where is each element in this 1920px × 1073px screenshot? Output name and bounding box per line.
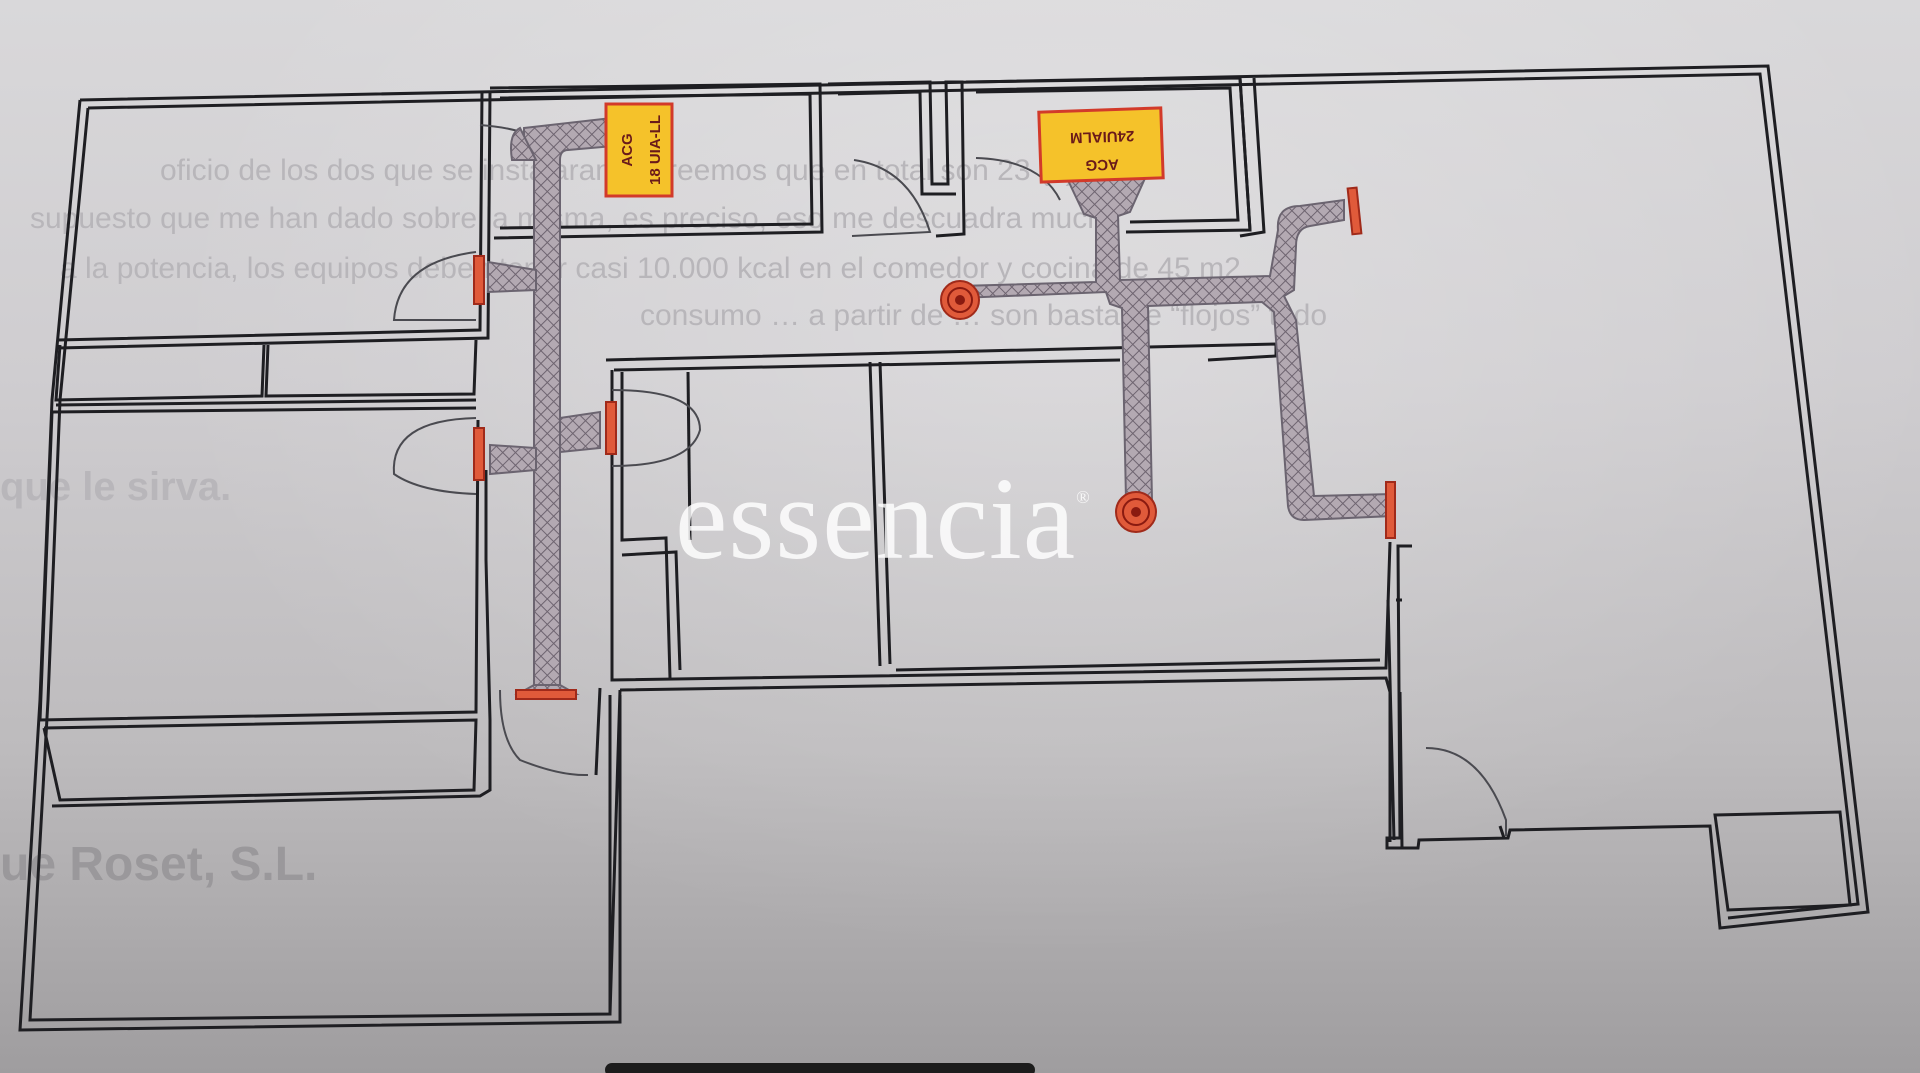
doors: [392, 124, 1507, 836]
round-diffuser-center: [1115, 491, 1157, 533]
door-arc-2: [392, 251, 477, 321]
right-duct-system: ACG 24UIALM: [940, 106, 1396, 539]
left-unit-box: [604, 102, 674, 198]
right-unit-label-1: ACG: [1085, 155, 1119, 173]
left-branch-right: [559, 410, 601, 454]
door-arc-5: [851, 159, 932, 237]
right-indoor-unit: ACG 24UIALM: [1037, 106, 1165, 184]
door-arc-3: [392, 417, 477, 495]
grille-bottom: [515, 689, 577, 700]
home-indicator-bar[interactable]: [605, 1063, 1035, 1073]
round-diffuser-left: [940, 280, 980, 320]
watermark-brand: essencia: [675, 453, 1077, 584]
grille-center-left: [605, 401, 617, 455]
left-unit-label-2: 18 UIA-LL: [647, 115, 664, 185]
left-duct-system: ACG 18 UIA-LL: [473, 102, 674, 700]
left-duct-bend: [510, 126, 538, 161]
essencia-watermark: essencia®: [675, 460, 1091, 578]
grille-right-bottom: [1385, 481, 1396, 539]
door-arc-6: [975, 157, 1061, 201]
bg-text-line-3: a la potencia, los equipos deben tener c…: [60, 252, 1241, 285]
grille-right-top: [1346, 186, 1363, 236]
door-arc-4: [611, 389, 702, 467]
door-arc-7: [499, 689, 589, 777]
grille-left-upper: [473, 255, 485, 305]
bg-text-company: ue Roset, S.L.: [0, 838, 317, 891]
left-branch-upper: [487, 260, 537, 294]
bg-text-line-2: supuesto que me han dado sobre la misma,…: [30, 202, 1121, 235]
left-branch-lower: [489, 443, 537, 476]
door-arc-8: [1425, 747, 1507, 836]
grille-left-lower: [473, 427, 485, 481]
walls: [18, 64, 1870, 1032]
left-unit-label-1: ACG: [619, 133, 636, 166]
right-unit-box: [1037, 106, 1165, 184]
left-indoor-unit: ACG 18 UIA-LL: [604, 102, 674, 198]
registered-mark: ®: [1076, 487, 1091, 507]
right-unit-label-2: 24UIALM: [1070, 127, 1135, 146]
bg-text-line-5: que le sirva.: [0, 465, 231, 509]
